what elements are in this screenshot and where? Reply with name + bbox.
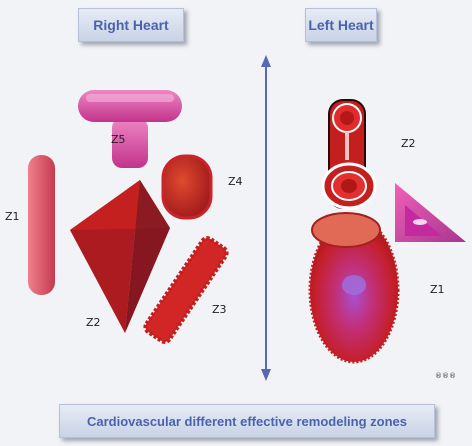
label-right-z5: Z5 <box>111 133 126 146</box>
vertical-divider-arrow <box>261 55 271 381</box>
left-zone-z2-shape <box>395 183 466 242</box>
zone-z5-shape <box>78 90 182 168</box>
zone-z1-shape <box>28 155 55 295</box>
valve-ellipse <box>312 213 380 247</box>
diagram-caption: Cardiovascular different effective remod… <box>59 404 435 438</box>
label-right-z2: Z2 <box>86 316 101 329</box>
label-left-z2: Z2 <box>401 137 416 150</box>
author-credit: ®®® <box>435 372 456 380</box>
label-right-z4: Z4 <box>228 175 243 188</box>
label-right-z1: Z1 <box>5 210 20 223</box>
label-left-z1: Z1 <box>430 283 445 296</box>
aortic-column <box>323 100 375 208</box>
label-right-z3: Z3 <box>212 303 227 316</box>
zone-z4-shape <box>163 156 211 218</box>
